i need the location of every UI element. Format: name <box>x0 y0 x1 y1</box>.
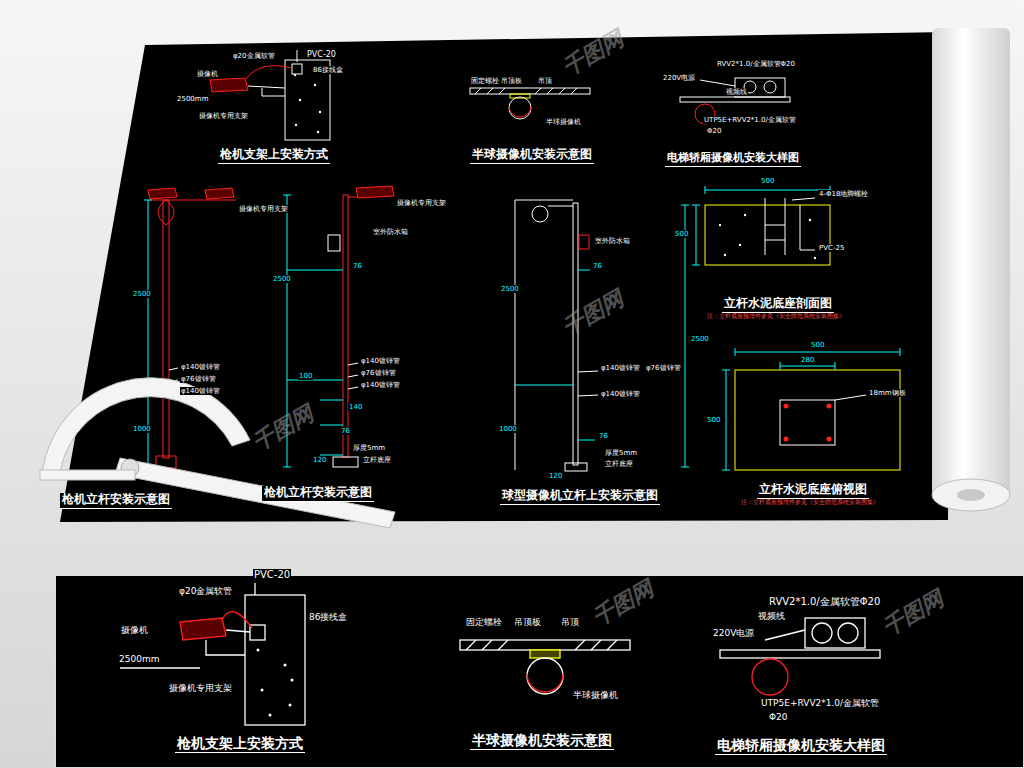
note-label: φ140镀锌管 <box>180 387 221 395</box>
dimension-label: 76 <box>340 427 351 435</box>
note-label: 半球摄像机 <box>572 690 619 700</box>
note-label: RVV2*1.0/金属软管Φ20 <box>716 60 796 68</box>
note-label: 半球摄像机 <box>545 118 582 126</box>
dimension-label: 2500 <box>500 285 520 293</box>
note-label: 摄像机专用支架 <box>238 205 289 213</box>
note-label: 摄像机 <box>120 625 149 635</box>
dimension-label: 500 <box>674 230 689 238</box>
note-label: 吊顶板 <box>513 617 542 627</box>
note-label: 立杆底座 <box>604 460 634 468</box>
note-label: PVC-20 <box>306 50 337 59</box>
note-label: 吊顶 <box>560 617 580 627</box>
note-label: 室外防水箱 <box>372 228 409 236</box>
note-label: φ76镀锌管 <box>180 375 217 383</box>
note-label: φ76镀锌管 <box>360 369 397 377</box>
dimension-label: 100 <box>298 372 313 380</box>
note-label: PVC-25 <box>818 244 845 252</box>
drawing-title: 枪机支架上安装方式 <box>175 735 305 753</box>
note-label: 86接线盒 <box>312 66 344 74</box>
note-label: 2500mm <box>118 654 160 664</box>
dimension-label: 140 <box>348 403 363 411</box>
note-label: 摄像机专用支架 <box>396 199 447 207</box>
drawing-title: 电梯轿厢摄像机安装大样图 <box>715 737 887 755</box>
dimension-label: 2500 <box>690 335 710 343</box>
bottom-drawings <box>120 583 880 725</box>
dimension-label: 2500 <box>272 275 292 283</box>
note-label: 注：立杆底座预埋件参见《安全防范系统安装图集》 <box>706 313 846 320</box>
note-label: Φ20 <box>768 712 789 722</box>
note-label: φ140镀锌管 <box>360 381 401 389</box>
drawing-title: 立杆水泥底座剖面图 <box>722 297 834 313</box>
note-label: 厚度5mm <box>352 444 386 452</box>
protractor <box>40 378 395 528</box>
preview-strip <box>55 575 1024 768</box>
note-label: 摄像机专用支架 <box>198 112 249 120</box>
dimension-label: 500 <box>760 177 775 185</box>
dimension-label: 76 <box>598 432 609 440</box>
dimension-label: 120 <box>312 456 327 464</box>
dimension-label: 2500 <box>132 290 152 298</box>
note-label: 厚度5mm <box>604 449 638 457</box>
watermark: 千图网 <box>588 575 658 630</box>
note-label: 吊顶板 <box>500 77 523 85</box>
note-label: UTP5E+RVV2*1.0/金属软管 <box>760 698 880 708</box>
note-label: 固定螺栓 <box>470 77 500 85</box>
top-drawings <box>144 50 900 471</box>
watermark: 千图网 <box>558 285 628 340</box>
note-label: φ76镀锌管 <box>645 364 682 372</box>
drawing-sheet <box>60 32 950 522</box>
note-label: φ140镀锌管 <box>600 364 641 372</box>
note-label: 吊顶 <box>537 77 553 85</box>
watermark: 千图网 <box>558 25 628 80</box>
note-label: 立杆底座 <box>362 456 392 464</box>
dimension-label: 500 <box>706 416 721 424</box>
drawing-title: 半球摄像机安装示意图 <box>470 732 614 750</box>
drawing-title: 半球摄像机安装示意图 <box>470 148 594 164</box>
drawing-title: 枪机立杆安装示意图 <box>262 486 374 502</box>
note-label: 固定螺栓 <box>465 617 503 627</box>
drawing-title: 球型摄像机立杆上安装示意图 <box>500 489 660 505</box>
note-label: 86接线盒 <box>308 612 348 622</box>
note-label: 4-Φ18地脚螺栓 <box>818 190 869 198</box>
note-label: φ20金属软管 <box>178 586 233 596</box>
note-label: RVV2*1.0/金属软管Φ20 <box>768 596 881 608</box>
watermark: 千图网 <box>248 400 318 455</box>
note-label: φ140镀锌管 <box>600 390 641 398</box>
paper-roll-end <box>932 479 1010 511</box>
note-label: φ140镀锌管 <box>180 363 221 371</box>
note-label: 2500mm <box>176 95 209 103</box>
dimension-label: 120 <box>548 472 563 480</box>
note-label: 室外防水箱 <box>594 237 631 245</box>
note-label: 摄像机专用支架 <box>168 683 233 693</box>
dimension-label: 1000 <box>132 425 152 433</box>
dimension-label: 76 <box>592 262 603 270</box>
note-label: 18mm钢板 <box>868 389 907 397</box>
note-label: 视频线 <box>757 611 786 621</box>
drawing-title: 枪机支架上安装方式 <box>218 148 330 164</box>
drawing-title: 枪机立杆安装示意图 <box>60 493 172 509</box>
dimension-label: 1000 <box>498 425 518 433</box>
note-label: 注：立杆底座预埋件参见《安全防范系统安装图集》 <box>740 499 880 506</box>
dimension-label: 280 <box>800 356 815 364</box>
note-label: 220V电源 <box>662 74 696 82</box>
note-label: φ140镀锌管 <box>360 357 401 365</box>
note-label: PVC-20 <box>253 569 291 581</box>
drawing-title: 立杆水泥底座俯视图 <box>757 483 869 499</box>
paper-roll-core <box>957 489 985 501</box>
watermark: 千图网 <box>878 585 948 640</box>
paper-roll <box>932 28 1010 498</box>
note-label: 220V电源 <box>712 628 755 638</box>
note-label: 摄像机 <box>196 70 219 78</box>
dimension-label: 76 <box>352 262 363 270</box>
note-label: φ20金属软管 <box>232 52 276 60</box>
note-label: 视频线 <box>725 88 748 96</box>
drawing-title: 电梯轿厢摄像机安装大样图 <box>665 152 801 167</box>
dimension-label: 500 <box>810 341 825 349</box>
note-label: Φ20 <box>706 127 722 135</box>
note-label: UTP5E+RVV2*1.0/金属软管 <box>703 116 797 124</box>
